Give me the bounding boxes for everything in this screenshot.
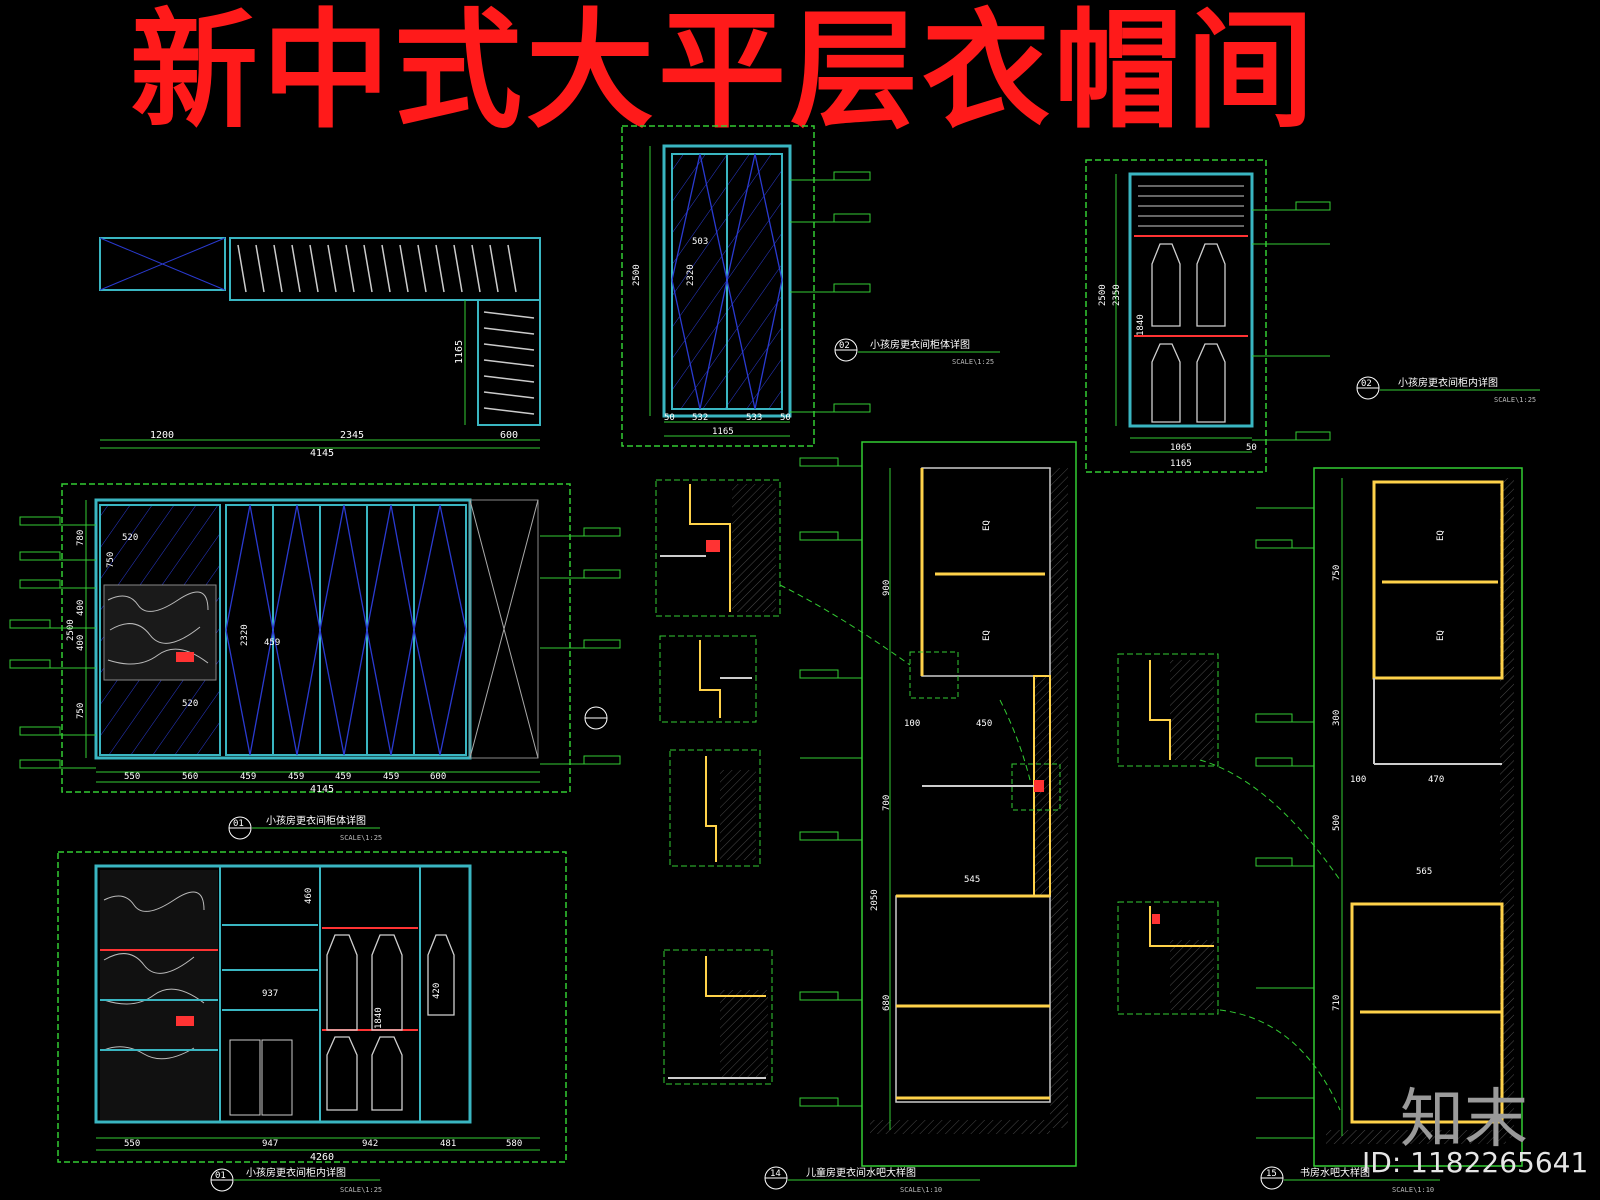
e02b-dim-l2: 1840 — [1136, 314, 1146, 336]
s15-dim-7: EQ — [1436, 530, 1446, 541]
e01b-scale: SCALE\1:25 — [340, 1186, 382, 1194]
e01-title: 小孩房更衣间柜体详图 — [266, 814, 366, 827]
s14-dim-7: EQ — [982, 520, 992, 531]
annotation-leaders — [9, 171, 1331, 1139]
plan-view: 1200 2345 600 4145 1165 — [99, 237, 541, 459]
drawing-title: 新中式大平层衣帽间 — [130, 0, 1319, 146]
e01-dim-b1: 560 — [182, 772, 198, 782]
e01b-dim-total: 4260 — [310, 1152, 334, 1163]
e02-title: 小孩房更衣间柜体详图 — [870, 338, 970, 351]
s15-tag-num: 15 — [1266, 1169, 1277, 1179]
e01b-inner-4: 420 — [432, 983, 442, 999]
e02b-dim-l1: 2350 — [1112, 284, 1122, 306]
e01-dim-full: 2500 — [66, 619, 76, 641]
e01b-title: 小孩房更衣间柜内详图 — [246, 1166, 346, 1179]
s15-title: 书房水吧大样图 — [1300, 1166, 1370, 1179]
s14-dim-4: 100 — [904, 719, 920, 729]
e02b-dim-l0: 2500 — [1098, 284, 1108, 306]
s14-dim-2: 2050 — [870, 889, 880, 911]
e02-dim-total: 1165 — [712, 427, 734, 437]
e02-dim-l0: 2500 — [632, 264, 642, 286]
e01b-tag-num: 01 — [215, 1171, 226, 1181]
e01-dim-l2: 400 — [76, 600, 86, 616]
e01-inner-2: 520 — [182, 699, 198, 709]
e01b-dim-b3: 481 — [440, 1139, 456, 1149]
e01-inner-0: 520 — [122, 533, 138, 543]
e01-dim-l3: 400 — [76, 635, 86, 651]
e01-dim-b0: 550 — [124, 772, 140, 782]
e01-dim-b6: 600 — [430, 772, 446, 782]
e01b-dim-b4: 580 — [506, 1139, 522, 1149]
elevation-01-interior: 550 947 942 481 580 4260 460 937 1840 42… — [57, 851, 567, 1194]
s14-dim-5: 450 — [976, 719, 992, 729]
e01-tag-num: 01 — [233, 819, 244, 829]
s15-dim-5: 470 — [1428, 775, 1444, 785]
e01b-dim-b2: 942 — [362, 1139, 378, 1149]
e01b-inner-3: 1840 — [374, 1007, 384, 1029]
e01-dim-b4: 459 — [335, 772, 351, 782]
s15-dim-0: 750 — [1332, 565, 1342, 581]
s15-dim-4: 100 — [1350, 775, 1366, 785]
s15-dim-8: EQ — [1436, 630, 1446, 641]
e02-inner-0: 503 — [692, 237, 708, 247]
e01b-dim-b0: 550 — [124, 1139, 140, 1149]
e01-dim-height: 2320 — [240, 624, 250, 646]
s15-dim-6: 565 — [1416, 867, 1432, 877]
e02-tag-num: 02 — [839, 341, 850, 351]
e02b-title: 小孩房更衣间柜内详图 — [1398, 376, 1498, 389]
plan-dim-2: 2345 — [340, 430, 364, 441]
detail-nodes — [655, 479, 1219, 1085]
e01-dim-b3: 459 — [288, 772, 304, 782]
s14-dim-0: 900 — [882, 580, 892, 596]
e02-dim-b1: 532 — [692, 413, 708, 423]
e01-dim-l1: 750 — [106, 552, 116, 568]
plan-dim-1: 1200 — [150, 430, 174, 441]
e02-dim-b2: 533 — [746, 413, 762, 423]
section-15: 750 300 500 710 100 470 565 EQ EQ 15 书房水… — [1199, 467, 1523, 1194]
elevation-02-doors: 50 532 533 50 1165 2500 2320 503 02 小孩房更… — [621, 125, 1000, 447]
e02-scale: SCALE\1:25 — [952, 358, 994, 366]
e01-dim-b5: 459 — [383, 772, 399, 782]
s14-tag-num: 14 — [770, 1169, 781, 1179]
s14-dim-8: EQ — [982, 630, 992, 641]
elevation-01-doors: 550 560 459 459 459 459 600 4145 780 750… — [61, 483, 571, 842]
e02-dim-b0: 50 — [664, 413, 675, 423]
watermark-id: ID: 1182265641 — [1362, 1146, 1589, 1179]
plan-hangers — [237, 244, 517, 293]
s14-dim-1: 700 — [882, 795, 892, 811]
plan-dim-3: 600 — [500, 430, 518, 441]
e01b-dim-b1: 947 — [262, 1139, 278, 1149]
s14-title: 儿童房更衣间水吧大样图 — [806, 1166, 916, 1179]
s15-dim-3: 710 — [1332, 995, 1342, 1011]
e01-dim-l0: 780 — [76, 530, 86, 546]
e02b-scale: SCALE\1:25 — [1494, 396, 1536, 404]
e02b-tag-num: 02 — [1361, 379, 1372, 389]
e01b-inner-0: 460 — [304, 888, 314, 904]
e01-dim-total: 4145 — [310, 784, 334, 795]
s14-dim-3: 680 — [882, 995, 892, 1011]
e02b-dim-total: 1165 — [1170, 459, 1192, 469]
elevation-02-interior: 1065 50 1165 2500 2350 1840 02 小孩房更衣间柜内详… — [1085, 159, 1540, 473]
section-14: 900 700 2050 680 100 450 545 EQ EQ 14 儿童… — [764, 441, 1077, 1194]
s15-scale: SCALE\1:10 — [1392, 1186, 1434, 1194]
hanging-clothes — [326, 934, 455, 1111]
e01-scale: SCALE\1:25 — [340, 834, 382, 842]
e02b-dim-b0: 1065 — [1170, 443, 1192, 453]
s15-dim-2: 500 — [1332, 815, 1342, 831]
e01-inner-4: 459 — [264, 638, 280, 648]
plan-dim-total: 4145 — [310, 448, 334, 459]
s15-dim-1: 300 — [1332, 710, 1342, 726]
e01-dim-b2: 459 — [240, 772, 256, 782]
e01-dim-l4: 750 — [76, 703, 86, 719]
plan-dim-side: 1165 — [454, 340, 465, 364]
e02-dim-b3: 50 — [780, 413, 791, 423]
s14-dim-6: 545 — [964, 875, 980, 885]
s14-scale: SCALE\1:10 — [900, 1186, 942, 1194]
watermark-logo: 知末 — [1400, 1083, 1528, 1157]
e02-dim-l1: 2320 — [686, 264, 696, 286]
e02b-dim-b1: 50 — [1246, 443, 1257, 453]
e01b-inner-1: 937 — [262, 989, 278, 999]
